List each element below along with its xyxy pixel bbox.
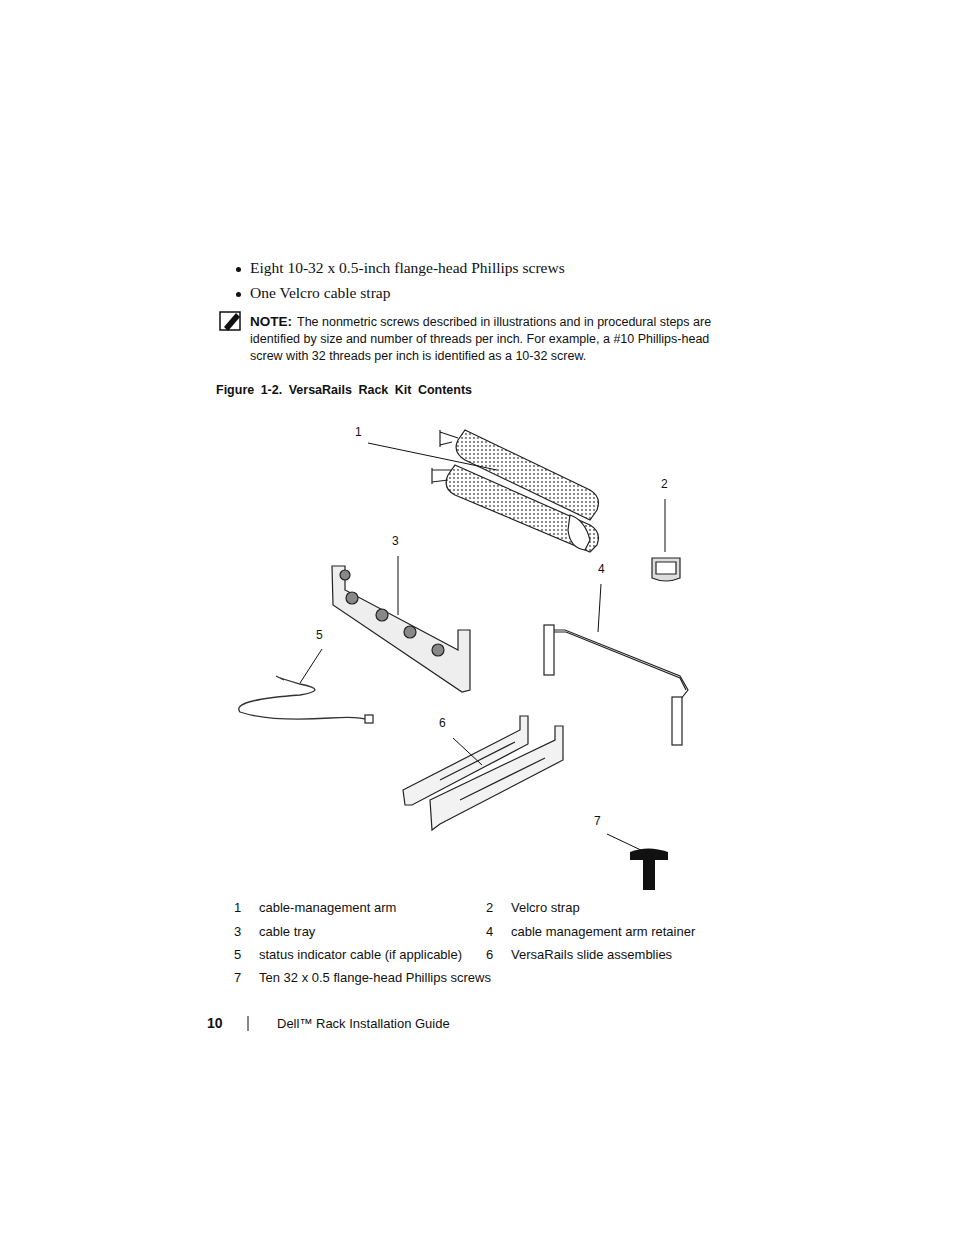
callout-number: 4 — [598, 562, 605, 576]
bullet-text: One Velcro cable strap — [250, 284, 390, 303]
legend-number: 5 — [234, 947, 241, 963]
bullet-dot — [236, 292, 241, 297]
arm-retainer — [544, 625, 688, 745]
callout-number: 3 — [392, 534, 399, 548]
callout-number: 6 — [439, 716, 446, 730]
cable-management-arm — [432, 430, 598, 552]
callout-number: 2 — [661, 477, 668, 491]
legend-text: status indicator cable (if applicable) — [259, 947, 462, 963]
callout-number: 5 — [316, 628, 323, 642]
footer-rule — [248, 1016, 249, 1031]
legend-number: 6 — [486, 947, 493, 963]
note-icon — [220, 312, 240, 331]
note-text: The nonmetric screws described in illust… — [250, 315, 711, 363]
bullet-dot — [236, 267, 241, 272]
figure-caption: Figure 1-2. VersaRails Rack Kit Contents — [216, 383, 472, 398]
legend-number: 1 — [234, 900, 241, 916]
legend-text: Ten 32 x 0.5 flange-head Phillips screws — [259, 970, 491, 986]
bullet-text: Eight 10-32 x 0.5-inch flange-head Phill… — [250, 259, 565, 278]
legend-text: Velcro strap — [511, 900, 580, 916]
status-cable — [239, 676, 373, 723]
slide-assemblies — [403, 716, 563, 830]
callout-number: 7 — [594, 814, 601, 828]
note-paragraph: NOTE:The nonmetric screws described in i… — [250, 313, 720, 365]
leader-lines — [300, 443, 665, 852]
velcro-strap — [652, 558, 680, 581]
legend-number: 2 — [486, 900, 493, 916]
legend-number: 3 — [234, 924, 241, 940]
legend-number: 7 — [234, 970, 241, 986]
screw — [630, 849, 668, 891]
callout-number: 1 — [355, 425, 362, 439]
legend-number: 4 — [486, 924, 493, 940]
page-number: 10 — [207, 1015, 223, 1032]
footer-title: Dell™ Rack Installation Guide — [277, 1016, 450, 1032]
legend-text: cable management arm retainer — [511, 924, 695, 940]
legend-text: VersaRails slide assemblies — [511, 947, 672, 963]
cable-tray — [332, 566, 470, 692]
legend-text: cable-management arm — [259, 900, 396, 916]
note-heading: NOTE: — [250, 314, 292, 329]
legend-text: cable tray — [259, 924, 315, 940]
